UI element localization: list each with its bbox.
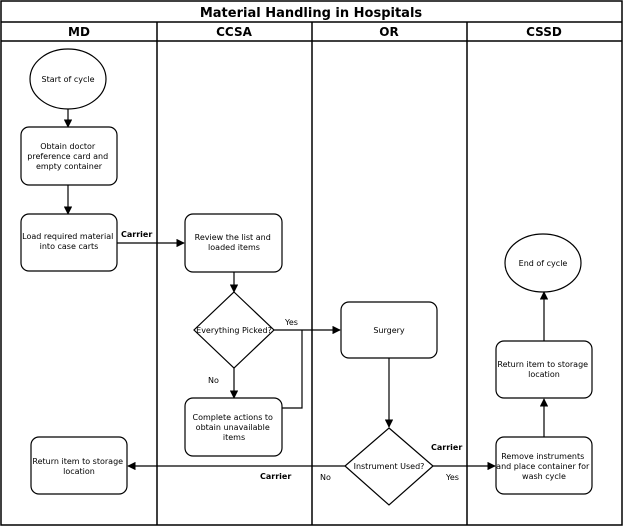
node-text-line: location	[63, 467, 95, 476]
node-everything-picked-decision: Everything Picked?	[193, 291, 275, 369]
node-text-line: preference card and	[27, 152, 108, 161]
node-review-list: Review the list and loaded items	[184, 213, 283, 273]
node-return-to-storage-md: Return item to storage location	[30, 436, 128, 495]
svg-text:Surgery: Surgery	[373, 326, 405, 335]
label-carrier-3: Carrier	[260, 472, 291, 481]
label-yes-picked: Yes	[284, 318, 298, 327]
lane-header-ccsa: CCSA	[216, 25, 252, 39]
node-text-line: empty container	[36, 162, 103, 171]
node-text-line: Obtain doctor	[40, 142, 96, 151]
node-complete-actions: Complete actions to obtain unavailable i…	[184, 397, 283, 457]
node-start-of-cycle: Start of cycle	[29, 48, 107, 110]
node-text-line: Return item to storage	[497, 360, 588, 369]
label-carrier-2: Carrier	[431, 443, 462, 452]
node-text-line: wash cycle	[522, 472, 566, 481]
lane-header-md: MD	[68, 25, 90, 39]
edge-complete-to-surgery	[282, 330, 303, 409]
lane-header-cssd: CSSD	[526, 25, 562, 39]
lane-header-or: OR	[379, 25, 398, 39]
node-obtain-preference-card: Obtain doctor preference card and empty …	[20, 126, 118, 186]
diagram-title: Material Handling in Hospitals	[200, 6, 423, 21]
node-text-line: into case carts	[40, 242, 99, 251]
node-text-line: obtain unavailable	[196, 423, 270, 432]
svg-text:Instrument Used?: Instrument Used?	[354, 462, 425, 471]
node-text-line: items	[223, 433, 245, 442]
node-end-of-cycle: End of cycle	[504, 233, 582, 293]
svg-text:Review the list and load: Review the list and loaded items	[195, 233, 274, 252]
node-load-required-material: Load required material into case carts	[20, 213, 118, 272]
node-surgery: Surgery	[340, 301, 438, 359]
svg-text:Obtain doctor preference: Obtain doctor preference card and empty …	[27, 142, 111, 171]
node-text-line: Review the list and	[195, 233, 271, 242]
node-text-line: Remove instruments	[501, 452, 584, 461]
node-text-line: End of cycle	[519, 259, 568, 268]
node-text-line: loaded items	[208, 243, 260, 252]
svg-text:Start of cycle: Start of cycle	[41, 75, 94, 84]
svg-text:Return item to storage l: Return item to storage location	[497, 360, 590, 379]
label-no-picked: No	[208, 376, 219, 385]
svg-text:Complete actions to obta: Complete actions to obtain unavailable i…	[192, 413, 275, 442]
node-text-line: Instrument Used?	[354, 462, 425, 471]
connectors	[63, 109, 549, 471]
node-instrument-used-decision: Instrument Used?	[344, 427, 434, 506]
node-text-line: Start of cycle	[41, 75, 94, 84]
svg-text:End of cycle: End of cycle	[519, 259, 568, 268]
node-text-line: Return item to storage	[32, 457, 123, 466]
node-return-to-storage-cssd: Return item to storage location	[495, 340, 593, 399]
node-text-line: and place container for	[496, 462, 590, 471]
label-carrier-1: Carrier	[121, 230, 152, 239]
node-text-line: location	[528, 370, 560, 379]
node-text-line: Load required material	[22, 232, 113, 241]
svg-text:Remove instruments and p: Remove instruments and place container f…	[496, 452, 592, 481]
label-yes-used: Yes	[445, 473, 459, 482]
node-text-line: Complete actions to	[192, 413, 273, 422]
node-text-line: Surgery	[373, 326, 405, 335]
svg-text:Everything Picked?: Everything Picked?	[196, 326, 272, 335]
svg-text:Return item to storage l: Return item to storage location	[32, 457, 125, 476]
node-remove-instruments: Remove instruments and place container f…	[495, 436, 593, 495]
label-no-used: No	[320, 473, 331, 482]
node-text-line: Everything Picked?	[196, 326, 272, 335]
svg-text:Load required material i: Load required material into case carts	[22, 232, 116, 251]
